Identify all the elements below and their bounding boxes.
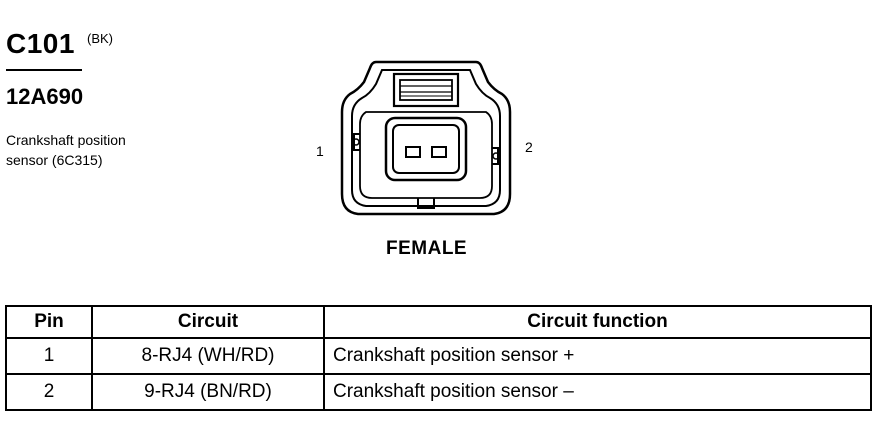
cell-pin: 2	[5, 373, 93, 411]
terminal-pin-2	[431, 146, 447, 158]
housing-inner	[351, 69, 501, 207]
pin-label-right: 2	[525, 139, 533, 155]
description-line-2: sensor (6C315)	[6, 152, 103, 168]
connector-id-underline	[6, 69, 82, 71]
housing-contour	[359, 111, 493, 199]
side-key-right-dot	[492, 152, 500, 160]
cell-circuit: 8-RJ4 (WH/RD)	[91, 337, 325, 375]
terminal-block-inner	[392, 124, 460, 174]
pinout-table: Pin Circuit Circuit function 1 8-RJ4 (WH…	[5, 305, 872, 411]
side-key-right	[492, 147, 499, 165]
connector-gender-label: FEMALE	[386, 238, 468, 259]
connector-id: C101	[6, 28, 75, 59]
pin-label-left: 1	[316, 143, 324, 159]
header-pin: Pin	[5, 305, 93, 339]
terminal-block-outer	[384, 116, 468, 182]
cell-function: Crankshaft position sensor +	[323, 337, 872, 375]
cell-pin: 1	[5, 337, 93, 375]
connector-color-code: (BK)	[87, 31, 113, 46]
header-circuit-function: Circuit function	[323, 305, 872, 339]
description-line-1: Crankshaft position	[6, 132, 126, 148]
bottom-key	[417, 198, 435, 209]
side-key-left	[353, 133, 360, 151]
side-key-left-dot	[352, 138, 360, 146]
cell-circuit: 9-RJ4 (BN/RD)	[91, 373, 325, 411]
part-number: 12A690	[6, 84, 84, 109]
header-circuit: Circuit	[91, 305, 325, 339]
table-row: 2 9-RJ4 (BN/RD) Crankshaft position sens…	[5, 373, 872, 411]
table-header-row: Pin Circuit Circuit function	[5, 305, 872, 339]
cell-function: Crankshaft position sensor –	[323, 373, 872, 411]
table-row: 1 8-RJ4 (WH/RD) Crankshaft position sens…	[5, 337, 872, 375]
component-description: Crankshaft position sensor (6C315)	[6, 130, 186, 170]
latch-inner	[399, 79, 453, 101]
connector-diagram	[336, 52, 516, 229]
latch-outer	[392, 72, 460, 108]
housing-outer	[340, 60, 512, 216]
terminal-pin-1	[405, 146, 421, 158]
connector-face-drawing	[340, 60, 512, 216]
